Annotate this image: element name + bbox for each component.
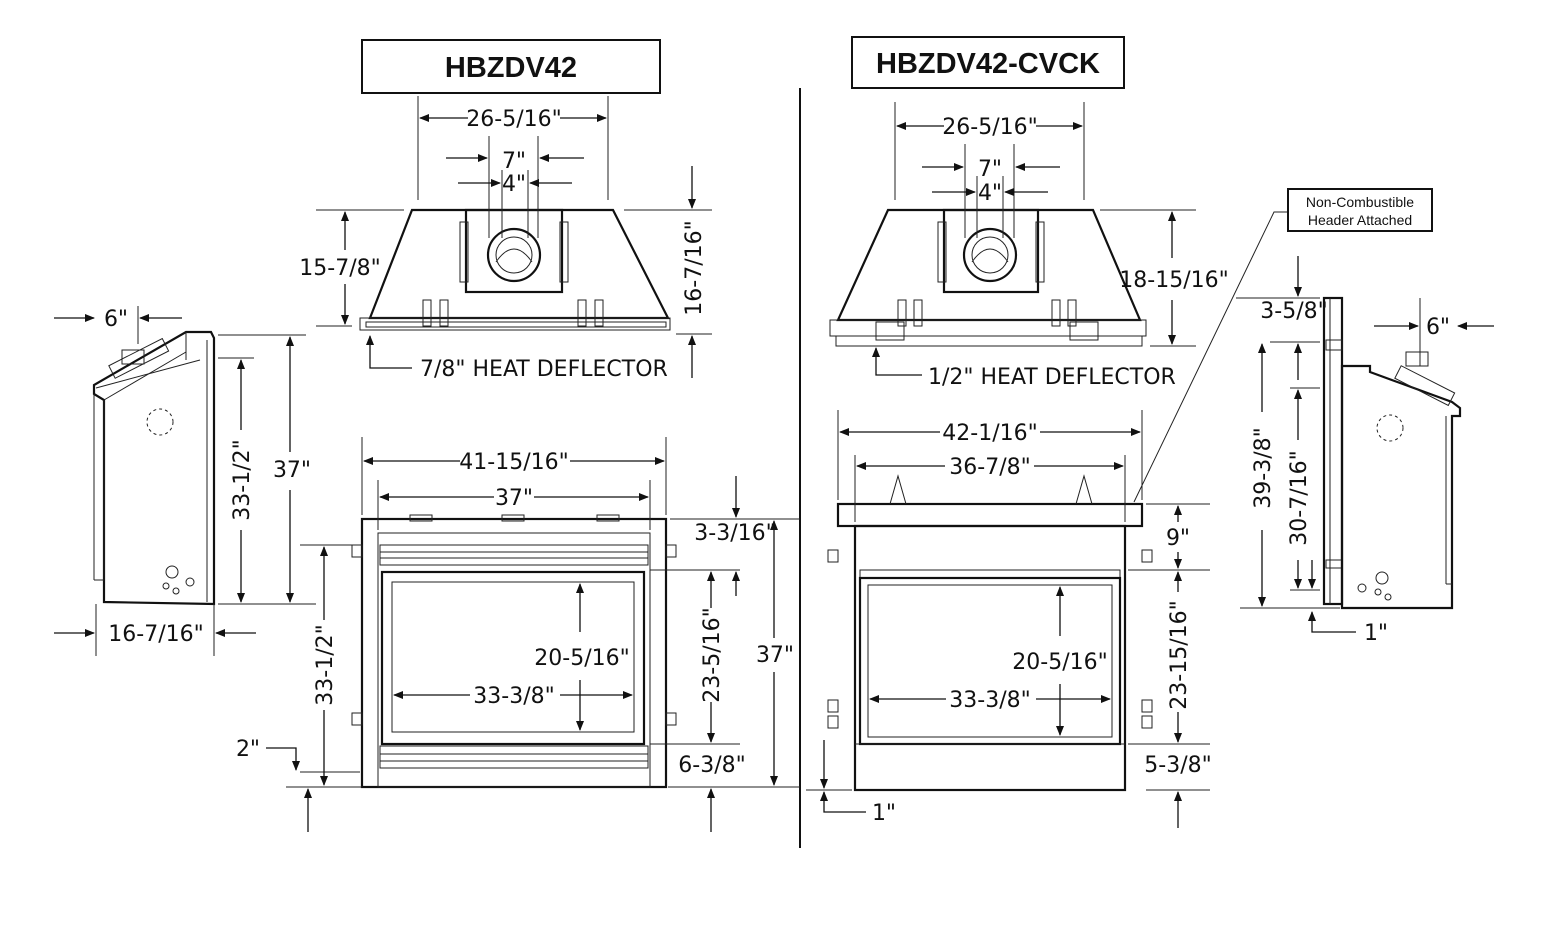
right-front-overall-width-label: 42-1/16" [942,421,1037,446]
left-front-body-height-label: 33-1/2" [313,624,338,705]
left-front-overall-width-label: 41-15/16" [459,450,568,475]
left-model-title-text: HBZDV42 [445,52,577,84]
callout-line-2: Header Attached [1308,212,1412,228]
right-side-base-label: 1" [1364,621,1388,646]
right-front-opening-top-label: 23-15/16" [1167,600,1192,709]
left-top-flue-outer-label: 7" [502,149,526,174]
right-front-bottom-label: 5-3/8" [1144,753,1211,778]
left-front-opening-width-label: 33-3/8" [473,684,554,709]
left-front-overall-height-label: 37" [756,643,794,668]
left-heat-deflector-label: 7/8" HEAT DEFLECTOR [420,357,668,382]
right-front-base-label: 1" [872,801,896,826]
right-side-body-height-label: 30-7/16" [1287,450,1312,545]
callout-line-1: Non-Combustible [1306,194,1414,210]
left-front-view: 41-15/16" 37" 3-3/16" 20-5/16" 33-3/8" 2… [236,437,800,832]
right-top-depth-total-label: 18-15/16" [1119,268,1228,293]
left-front-opening-top-label: 23-5/16" [700,607,725,702]
left-front-opening-height-label: 20-5/16" [534,646,629,671]
left-front-inner-width-label: 37" [495,486,533,511]
right-side-header-depth-label: 3-5/8" [1260,299,1327,324]
left-side-depth-label: 16-7/16" [108,622,203,647]
right-front-opening-width-label: 33-3/8" [949,688,1030,713]
right-model-title-text: HBZDV42-CVCK [876,48,1100,80]
left-top-width-label: 26-5/16" [466,107,561,132]
right-heat-deflector-label: 1/2" HEAT DEFLECTOR [928,365,1176,390]
left-front-base-label: 2" [236,737,260,762]
left-side-vent-offset-label: 6" [104,307,128,332]
left-model-title: HBZDV42 [361,39,661,94]
right-side-vent-offset-label: 6" [1426,315,1450,340]
left-front-top-gap-label: 3-3/16" [694,521,775,546]
right-top-flue-inner-label: 4" [978,181,1002,206]
right-side-view: 3-5/8" 6" 39-3/8" 30-7/16" 1" [1236,256,1494,646]
right-model-title: HBZDV42-CVCK [851,36,1125,89]
left-side-body-height-label: 33-1/2" [230,439,255,520]
header-callout: Non-Combustible Header Attached [1287,188,1433,232]
right-front-opening-height-label: 20-5/16" [1012,650,1107,675]
left-front-bottom-label: 6-3/8" [678,753,745,778]
left-top-view: 26-5/16" 7" 4" 15-7/8" 16-7/16" 7/8" HEA… [299,96,712,382]
right-top-view: 26-5/16" 7" 4" 18-15/16" 1/2" HEAT DEFLE… [829,102,1229,390]
right-front-view: 42-1/16" 36-7/8" 9" 20-5/16" 33-3/8" 23-… [806,211,1288,828]
right-front-inner-width-label: 36-7/8" [949,455,1030,480]
left-side-overall-height-label: 37" [273,458,311,483]
right-front-header-label: 9" [1166,526,1190,551]
left-top-depth-total-label: 16-7/16" [682,220,707,315]
left-top-depth-label: 15-7/8" [299,256,380,281]
right-top-flue-outer-label: 7" [978,157,1002,182]
left-side-view: 6" 33-1/2" 37" 16-7/16" [54,306,316,656]
right-top-width-label: 26-5/16" [942,115,1037,140]
left-top-flue-inner-label: 4" [502,172,526,197]
right-side-overall-height-label: 39-3/8" [1251,427,1276,508]
